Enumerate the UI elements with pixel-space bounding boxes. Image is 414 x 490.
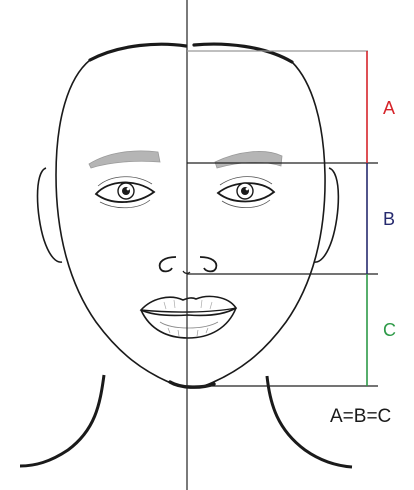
nose [160, 257, 217, 273]
hairline [90, 44, 186, 60]
left-eyebrow [89, 151, 160, 168]
right-eyebrow [215, 151, 282, 168]
hairline-right [194, 44, 292, 62]
face-outline-left [56, 60, 178, 386]
right-eye [218, 177, 274, 208]
segment-a-label: A [383, 98, 395, 118]
equation-label: A=B=C [330, 406, 391, 427]
segment-b-label: B [383, 209, 395, 229]
face-outline-right [204, 62, 325, 386]
segment-c-label: C [383, 320, 396, 340]
neck-left [20, 375, 104, 466]
left-eye [96, 177, 154, 208]
lips [141, 296, 236, 338]
